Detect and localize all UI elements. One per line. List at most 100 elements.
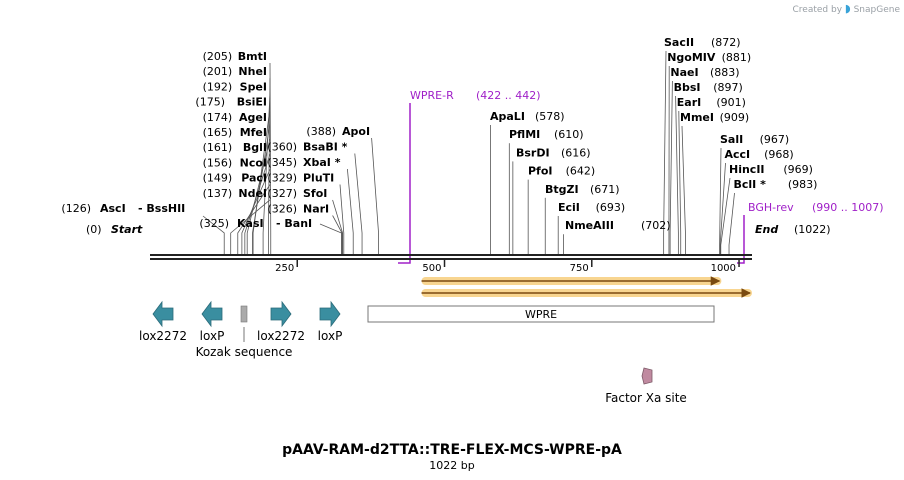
enzyme-label: NarI: [303, 203, 329, 216]
enzyme-position-label: (642): [566, 165, 596, 178]
enzyme-connector: [246, 138, 271, 255]
enzyme-connector: [230, 199, 271, 255]
enzyme-position-label: (872): [711, 36, 741, 49]
enzyme-position-label: (671): [590, 183, 620, 196]
map-subtitle: 1022 bp: [429, 459, 474, 472]
enzyme-connector: [719, 147, 722, 255]
enzyme-position-label: (897): [713, 81, 743, 94]
enzyme-position-label: (578): [535, 110, 565, 123]
feature-label: loxP: [318, 329, 343, 343]
feature-label: Kozak sequence: [196, 345, 293, 359]
enzyme-connector: [720, 177, 731, 255]
enzyme-connector: [728, 192, 735, 255]
enzyme-position-label: (326): [267, 203, 297, 216]
start-position-label: (0): [86, 223, 102, 236]
enzyme-position-label: (360): [267, 141, 297, 154]
enzyme-label: PluTI: [303, 172, 334, 185]
scale-tick-label: 250: [275, 263, 294, 274]
end-label: End: [755, 223, 778, 236]
feature-label: lox2272: [257, 329, 305, 343]
enzyme-position-label: (174): [203, 111, 233, 124]
enzyme-position-label: (702): [641, 219, 671, 232]
enzyme-connector: [269, 62, 272, 255]
enzyme-label: PfoI: [528, 165, 553, 178]
start-label: Start: [111, 223, 143, 236]
enzyme-label: NaeI: [670, 66, 698, 79]
enzyme-label: ApoI: [342, 125, 370, 138]
scale-tick-label: 750: [570, 263, 589, 274]
created-by-text: Created by: [792, 5, 843, 15]
enzyme-connector: [267, 78, 271, 255]
enzyme-position-label: (881): [722, 51, 752, 64]
enzyme-connector: [347, 168, 354, 255]
enzyme-label: - BssHII: [138, 202, 185, 215]
enzyme-position-label: (205): [203, 50, 233, 63]
factor-xa-feature: [641, 367, 653, 385]
enzyme-position-label: (201): [203, 65, 233, 78]
lox-forward-arrow: [319, 300, 341, 328]
enzyme-label: - BanI: [276, 217, 312, 230]
enzyme-label: SalI: [720, 133, 743, 146]
primer-label: WPRE-R: [410, 89, 454, 102]
enzyme-label: PflMI: [509, 128, 540, 141]
enzyme-label: ApaLI: [490, 110, 525, 123]
enzyme-position-label: (175): [195, 96, 225, 109]
enzyme-position-label: (149): [203, 172, 233, 185]
enzyme-position-label: (693): [596, 201, 626, 214]
enzyme-connector: [371, 137, 379, 255]
enzyme-position-label: (156): [203, 156, 233, 169]
enzyme-label: NmeAIII: [565, 219, 614, 232]
enzyme-connector: [332, 199, 344, 255]
enzyme-label: SfoI: [303, 187, 327, 200]
enzyme-label: SacII: [664, 36, 694, 49]
snapgene-watermark: Created by ◗ SnapGene: [793, 2, 900, 15]
enzyme-label: SpeI: [240, 80, 267, 93]
enzyme-connector: [244, 154, 271, 255]
enzyme-label: NgoMIV: [667, 51, 716, 64]
enzyme-label: AgeI: [239, 111, 267, 124]
enzyme-connector: [339, 184, 345, 255]
enzyme-position-label: (616): [561, 146, 591, 159]
primer-range-label: (422 .. 442): [476, 89, 541, 102]
lox-reverse-arrow: [152, 300, 174, 328]
enzyme-label: MmeI: [680, 111, 714, 124]
enzyme-position-label: (165): [203, 126, 233, 139]
enzyme-connector: [354, 153, 363, 255]
enzyme-connector: [669, 80, 673, 255]
enzyme-label: KasI: [237, 217, 264, 230]
enzyme-position-label: (968): [764, 148, 794, 161]
scale-tick-label: 500: [422, 263, 441, 274]
enzyme-label: BsaBI *: [303, 141, 348, 154]
enzyme-connector: [719, 162, 726, 255]
enzyme-position-label: (126): [61, 202, 91, 215]
enzyme-label: AscI: [100, 202, 126, 215]
enzyme-position-label: (983): [788, 178, 818, 191]
primer-label: BGH-rev: [748, 201, 794, 214]
enzyme-label: BtgZI: [545, 183, 579, 196]
enzyme-position-label: (161): [203, 141, 233, 154]
enzyme-connector: [681, 125, 686, 255]
map-title: pAAV-RAM-d2TTA::TRE-FLEX-MCS-WPRE-pA: [282, 442, 622, 458]
enzyme-label: EarI: [677, 96, 701, 109]
enzyme-connector: [252, 108, 271, 255]
enzyme-position-label: (325): [199, 217, 229, 230]
enzyme-connector: [319, 223, 342, 255]
enzyme-label: BglI: [243, 141, 267, 154]
enzyme-position-label: (967): [760, 133, 790, 146]
enzyme-position-label: (345): [267, 156, 297, 169]
enzyme-position-label: (883): [710, 66, 740, 79]
lox-reverse-arrow: [201, 300, 223, 328]
enzyme-position-label: (327): [267, 187, 297, 200]
enzyme-connector: [241, 169, 271, 255]
primer-marker: [398, 103, 411, 264]
enzyme-label: XbaI *: [303, 156, 341, 169]
feature-label: WPRE: [525, 308, 557, 321]
feature-label: Factor Xa site: [605, 391, 687, 405]
brand-text: SnapGene: [853, 5, 900, 15]
wpre-feature: [367, 305, 715, 323]
enzyme-connector: [678, 110, 682, 255]
enzyme-label: PacI: [241, 172, 267, 185]
enzyme-position-label: (969): [783, 163, 813, 176]
scale-tick-label: 1000: [711, 263, 736, 274]
